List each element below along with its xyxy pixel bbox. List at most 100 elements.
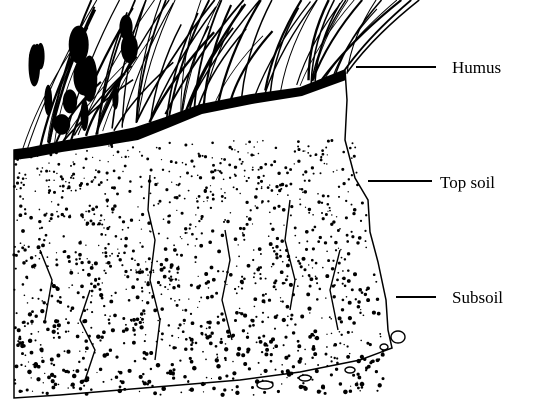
soil-dot: [236, 292, 238, 294]
soil-dot: [78, 253, 82, 257]
soil-dot: [39, 209, 41, 211]
soil-dot: [265, 348, 269, 352]
soil-dot: [286, 172, 289, 175]
soil-dot: [242, 161, 244, 163]
soil-dot: [170, 276, 172, 278]
soil-dot: [326, 251, 328, 253]
soil-dot: [53, 180, 54, 181]
soil-dot: [341, 257, 343, 259]
soil-dot: [146, 301, 149, 304]
soil-dot: [271, 189, 274, 192]
soil-dot: [243, 239, 245, 241]
soil-dot: [183, 323, 184, 324]
soil-dot: [176, 210, 177, 211]
soil-dot: [351, 157, 353, 159]
soil-dot: [95, 206, 98, 209]
soil-dot: [253, 297, 257, 301]
soil-dot: [340, 249, 341, 250]
soil-dot: [259, 166, 262, 169]
soil-dot: [153, 204, 155, 206]
soil-dot: [30, 333, 32, 335]
soil-dot: [197, 175, 199, 177]
soil-dot: [53, 171, 55, 173]
soil-dot: [175, 278, 178, 281]
soil-dot: [275, 185, 278, 188]
soil-dot: [24, 295, 26, 297]
soil-dot: [228, 164, 231, 167]
soil-dot: [93, 179, 95, 181]
soil-dot: [204, 155, 207, 158]
soil-dot: [112, 208, 115, 211]
soil-dot: [189, 357, 192, 360]
soil-dot: [202, 351, 204, 353]
soil-dot: [223, 178, 225, 180]
soil-dot: [327, 195, 330, 198]
soil-dot: [311, 347, 315, 351]
soil-dot: [199, 301, 200, 302]
soil-dot: [382, 377, 385, 380]
soil-dot: [247, 264, 251, 268]
soil-dot: [269, 340, 273, 344]
soil-dot: [348, 301, 352, 305]
soil-dot: [248, 217, 252, 221]
soil-dot: [124, 165, 127, 168]
soil-dot: [208, 241, 212, 245]
soil-dot: [31, 323, 32, 324]
soil-dot: [68, 182, 70, 184]
soil-dot: [30, 256, 33, 259]
soil-dot: [315, 275, 317, 277]
soil-dot: [144, 340, 146, 342]
soil-dot: [172, 368, 175, 371]
soil-dot: [195, 226, 196, 227]
soil-dot: [297, 340, 300, 343]
soil-dot: [321, 202, 323, 204]
soil-dot: [23, 184, 25, 186]
soil-dot: [134, 260, 136, 262]
soil-dot: [180, 254, 183, 257]
soil-dot: [344, 285, 347, 288]
soil-dot: [103, 227, 104, 228]
soil-dot: [48, 179, 50, 181]
soil-dot: [142, 373, 144, 375]
soil-dot: [330, 223, 333, 226]
soil-dot: [57, 332, 59, 334]
soil-dot: [87, 273, 91, 277]
soil-dot: [205, 282, 208, 285]
soil-dot: [193, 165, 195, 167]
soil-dot: [103, 270, 105, 272]
soil-dot: [355, 383, 359, 387]
soil-dot: [179, 323, 182, 326]
soil-dot: [150, 169, 153, 172]
soil-dot: [242, 227, 245, 230]
soil-dot: [273, 347, 275, 349]
soil-dot: [255, 205, 256, 206]
soil-dot: [336, 357, 338, 359]
soil-dot: [34, 339, 36, 341]
soil-dot: [120, 380, 122, 382]
soil-dot: [206, 377, 208, 379]
soil-dot: [219, 341, 223, 345]
soil-dot: [357, 305, 361, 309]
soil-dot: [168, 270, 170, 272]
soil-dot: [297, 344, 301, 348]
soil-dot: [377, 312, 381, 316]
soil-dot: [206, 196, 209, 199]
soil-dot: [43, 301, 46, 304]
soil-dot: [41, 357, 42, 358]
soil-dot: [68, 260, 71, 263]
soil-dot: [113, 204, 116, 207]
soil-dot: [339, 382, 342, 385]
soil-dot: [85, 351, 86, 352]
soil-dot: [262, 140, 264, 142]
soil-dot: [342, 270, 344, 272]
soil-dot: [55, 258, 57, 260]
soil-dot: [305, 363, 307, 365]
soil-dot: [124, 244, 127, 247]
soil-dot: [183, 319, 186, 322]
soil-dot: [124, 270, 127, 273]
soil-dot: [224, 192, 226, 194]
soil-dot: [212, 176, 215, 179]
soil-dot: [172, 286, 175, 289]
soil-dot: [82, 216, 84, 218]
soil-dot: [82, 296, 85, 299]
